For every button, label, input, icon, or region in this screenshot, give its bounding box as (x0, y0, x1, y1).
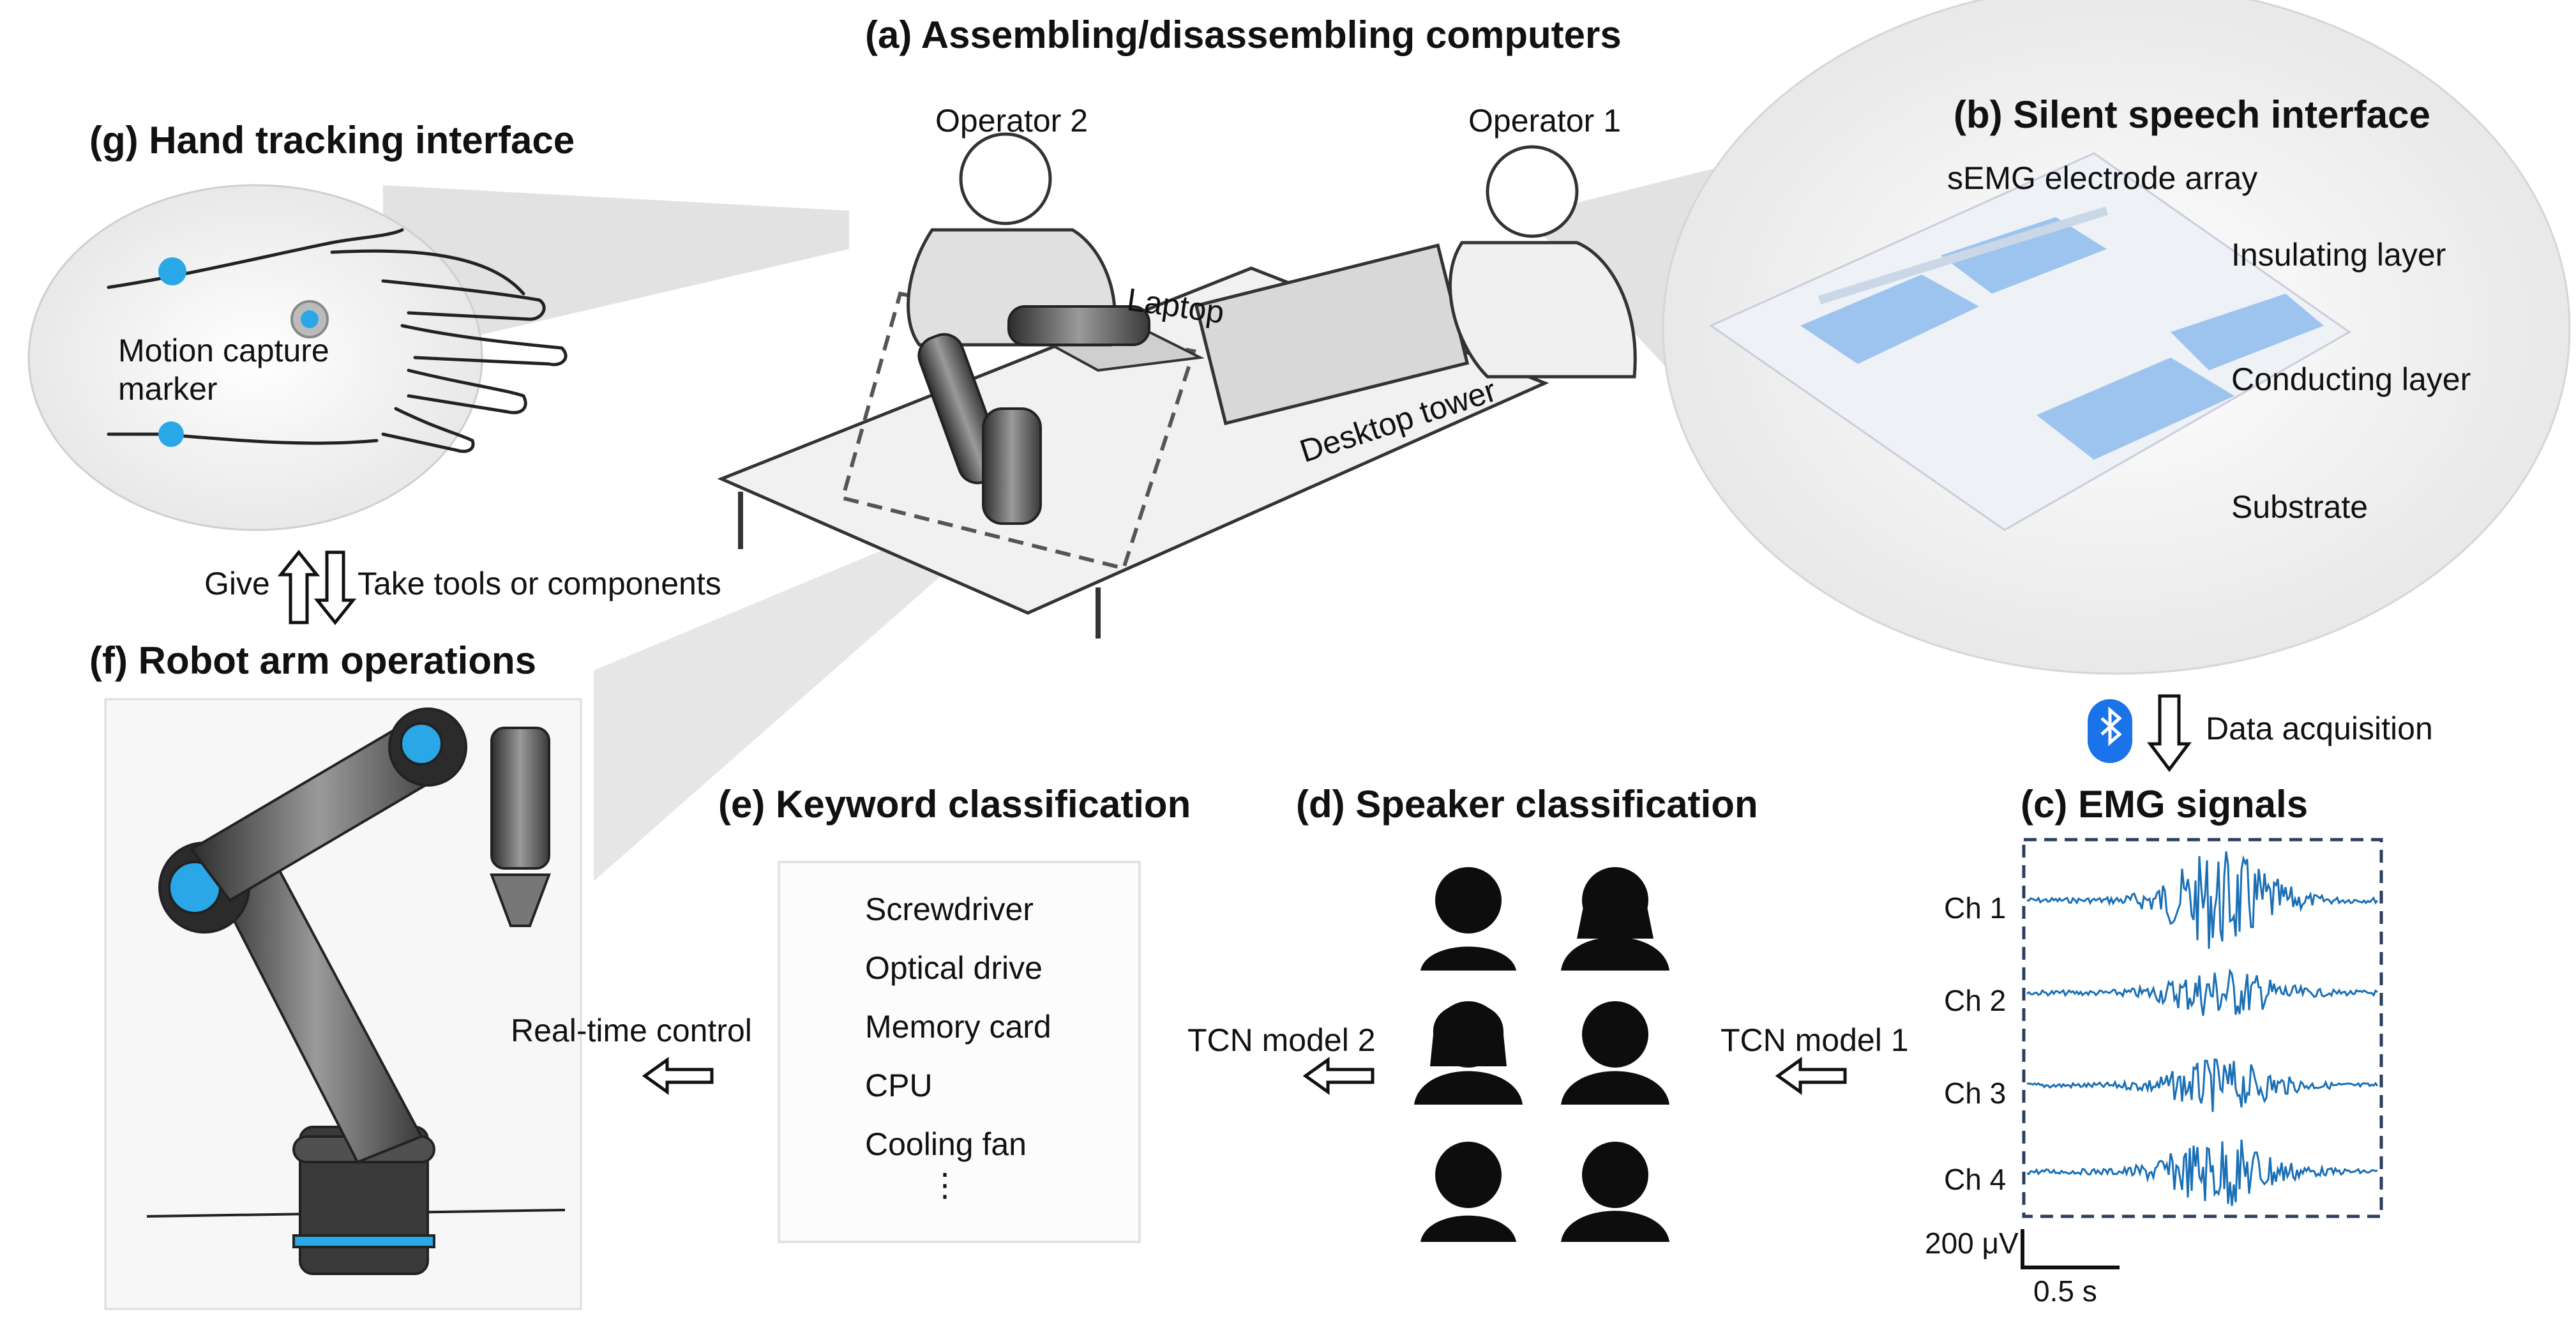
conducting-layer-3 (2037, 358, 2234, 460)
emg-scale-bar (2021, 1229, 2120, 1269)
title-e: (e) Keyword classification (718, 783, 1191, 826)
emg-trace-2 (2026, 968, 2378, 1016)
substrate-label: Substrate (2231, 489, 2369, 525)
title-f: (f) Robot arm operations (89, 639, 536, 682)
scale-voltage-label: 200 μV (1925, 1227, 2019, 1260)
acquisition-arrow-icon (2147, 694, 2192, 773)
operator-1-figure (1448, 145, 1637, 379)
tcn-model-2-label: TCN model 2 (1187, 1022, 1376, 1058)
sensor-array-label: sEMG electrode array (1947, 160, 2258, 196)
speaker-icon-3 (1414, 1001, 1523, 1105)
conducting-layer-1 (1800, 275, 1979, 364)
scale-time-label: 0.5 s (2033, 1274, 2097, 1308)
speaker-icon-2 (1561, 867, 1669, 971)
give-take-arrows-icon (277, 549, 357, 626)
speaker-icon-1 (1420, 867, 1516, 971)
robot-arm-small-icon (917, 305, 1150, 525)
title-b: (b) Silent speech interface (1954, 93, 2430, 136)
take-label: Take tools or components (358, 566, 721, 601)
data-acquisition-label: Data acquisition (2206, 711, 2433, 746)
insulating-traces (1818, 206, 2109, 305)
robot-arm-icon (158, 707, 551, 1275)
emg-trace-1 (2026, 851, 2379, 949)
marker-dot-bottom (158, 421, 184, 447)
zoom-beam-hand (383, 185, 849, 358)
keyword-ellipsis: ⋮ (929, 1167, 961, 1203)
zoom-beam-robot (594, 543, 964, 881)
operator-1-label: Operator 1 (1468, 103, 1622, 139)
conducting-layer-4 (2171, 294, 2324, 370)
title-d: (d) Speaker classification (1296, 783, 1758, 826)
operator-2-label: Operator 2 (935, 103, 1088, 139)
keyword-list: Screwdriver Optical drive Memory card CP… (865, 891, 1051, 1225)
keyword-panel (778, 861, 1141, 1243)
channel-label-3: Ch 3 (1944, 1077, 2007, 1110)
arrow-realtime (642, 1057, 714, 1095)
substrate-layer (1708, 152, 2351, 531)
channel-label-2: Ch 2 (1944, 984, 2007, 1017)
arrow-tcn2 (1302, 1057, 1375, 1095)
keyword-item: Screwdriver (865, 891, 1034, 927)
speaker-icon-4 (1561, 1001, 1669, 1105)
channel-label-4: Ch 4 (1944, 1163, 2007, 1196)
arrow-tcn1 (1775, 1057, 1847, 1095)
hand-bubble (27, 184, 483, 531)
speaker-icon-6 (1561, 1142, 1669, 1242)
keyword-item: Memory card (865, 1009, 1051, 1045)
give-label: Give (204, 566, 270, 601)
bluetooth-glyph (2100, 706, 2122, 746)
tcn-model-1-label: TCN model 1 (1721, 1022, 1909, 1058)
marker-label-line2: marker (118, 371, 218, 407)
conducting-layer-label: Conducting layer (2231, 361, 2471, 397)
keyword-item: Optical drive (865, 950, 1043, 986)
channel-label-1: Ch 1 (1944, 891, 2007, 925)
speaker-icons (1414, 867, 1669, 1242)
keyword-item: Cooling fan (865, 1126, 1027, 1162)
marker-dot-center-inner (301, 310, 319, 328)
emg-trace-3 (2026, 1058, 2379, 1112)
insulating-layer-label: Insulating layer (2231, 237, 2446, 273)
emg-traces (2026, 851, 2379, 1206)
marker-dot-top (158, 257, 186, 285)
marker-label-line1: Motion capture (118, 333, 329, 368)
conducting-layer-2 (1941, 217, 2107, 294)
title-a: (a) Assembling/disassembling computers (865, 13, 1622, 56)
keyword-item: CPU (865, 1068, 933, 1103)
realtime-control-label: Real-time control (511, 1013, 752, 1048)
title-g: (g) Hand tracking interface (89, 119, 575, 162)
emg-trace-4 (2026, 1139, 2378, 1206)
speaker-icon-5 (1420, 1142, 1516, 1242)
flow-arrows-icon (642, 1057, 1847, 1095)
title-c: (c) EMG signals (2021, 783, 2309, 826)
